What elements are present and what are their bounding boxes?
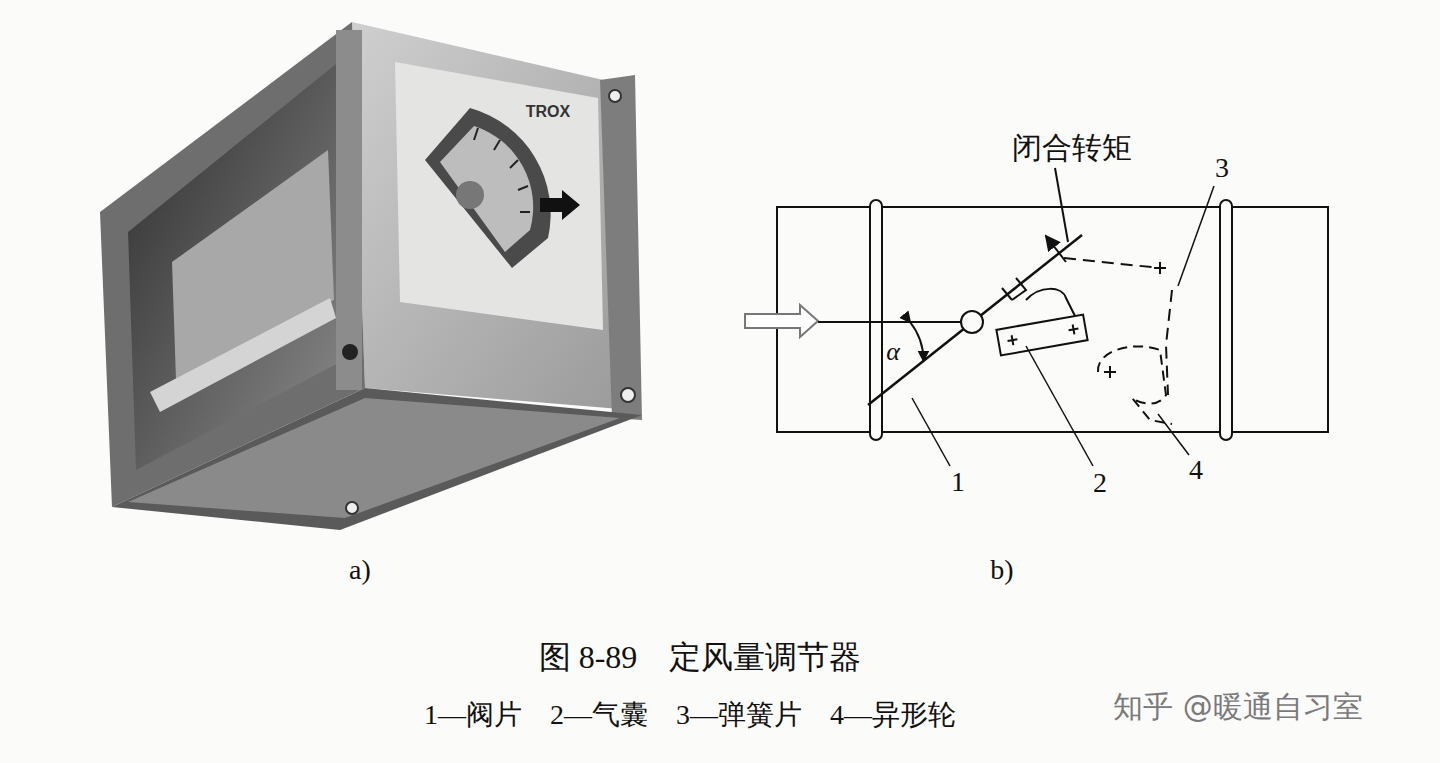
brand-text: TROX bbox=[526, 103, 570, 121]
callout-number: 3 bbox=[1215, 153, 1229, 184]
figure-caption: 图 8-89 定风量调节器 bbox=[539, 640, 862, 675]
callout-number: 4 bbox=[1189, 455, 1203, 486]
panel-label: a) bbox=[349, 555, 371, 586]
force-label: 闭合转矩 bbox=[1012, 131, 1132, 164]
schematic bbox=[745, 168, 1328, 466]
watermark: 知乎 @暖通自习室 bbox=[1113, 690, 1363, 723]
parts-list: 1—阀片 2—气囊 3—弹簧片 4—异形轮 bbox=[424, 700, 956, 731]
panel-label: b) bbox=[990, 555, 1013, 586]
callout-number: 1 bbox=[951, 467, 965, 498]
callout-number: 2 bbox=[1093, 468, 1107, 499]
photo bbox=[100, 22, 642, 530]
angle-symbol: α bbox=[886, 338, 900, 367]
